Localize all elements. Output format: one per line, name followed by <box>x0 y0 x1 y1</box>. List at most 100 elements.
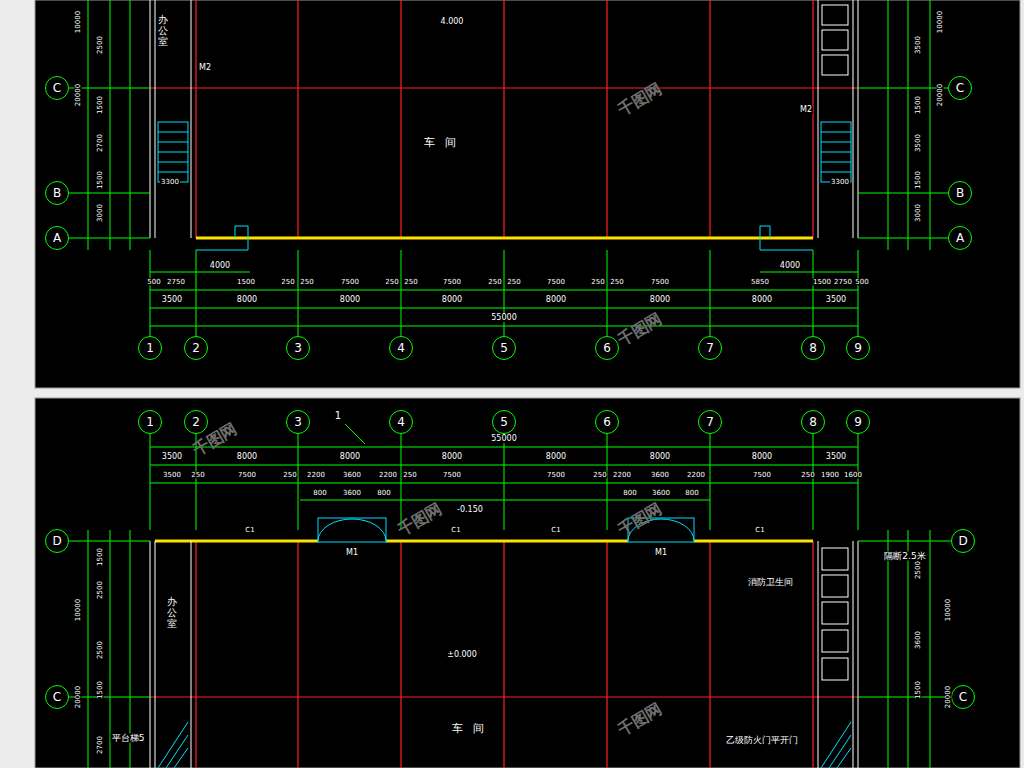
axis-bubble: 9 <box>846 410 870 434</box>
note-text: 平台梯5 <box>111 734 146 743</box>
axis-bubble: C <box>45 685 69 709</box>
axis-number: 9 <box>854 416 862 428</box>
room-name: 办公室 <box>157 14 169 47</box>
dimension-text: 1500 <box>97 547 104 567</box>
dimension-text: 20000 <box>75 685 82 709</box>
dimension-text: 8000 <box>339 453 361 461</box>
dimension-text: 3500 <box>825 296 847 304</box>
axis-bubble: 5 <box>492 336 516 360</box>
dimension-text: 3000 <box>97 203 104 223</box>
axis-bubble: 2 <box>184 336 208 360</box>
dimension-text: 2750 <box>833 279 853 286</box>
door-tag: M1 <box>345 549 359 557</box>
level-mark: ±0.000 <box>446 651 478 659</box>
axis-bubble: D <box>951 529 975 553</box>
dimension-text: 250 <box>299 279 314 286</box>
axis-number: C <box>959 691 967 703</box>
axis-number: 2 <box>192 342 200 354</box>
axis-bubble: 4 <box>389 410 413 434</box>
window-tag: C1 <box>244 527 255 534</box>
dimension-text: 10000 <box>945 598 952 622</box>
axis-number: C <box>53 691 61 703</box>
dimension-text: 1500 <box>236 279 256 286</box>
dimension-text: 8000 <box>649 453 671 461</box>
dimension-text: 1500 <box>812 279 832 286</box>
axis-number: B <box>956 187 964 199</box>
dimension-text: 7500 <box>442 472 462 479</box>
dimension-text: 1500 <box>97 95 104 115</box>
dimension-text: 8000 <box>545 296 567 304</box>
dimension-text: 2500 <box>97 580 104 600</box>
level-mark: -0.150 <box>456 506 484 514</box>
dimension-text: 800 <box>376 490 391 497</box>
dimension-text: 8000 <box>236 453 258 461</box>
dimension-text: 250 <box>590 279 605 286</box>
dimension-text: 7500 <box>442 279 462 286</box>
dimension-text: 8000 <box>751 453 773 461</box>
axis-number: 5 <box>500 342 508 354</box>
axis-number: 8 <box>809 416 817 428</box>
room-name: 车间 <box>414 137 467 148</box>
dimension-text: 7500 <box>546 472 566 479</box>
dimension-text: 2500 <box>97 35 104 55</box>
dimension-text: 2200 <box>306 472 326 479</box>
axis-number: C <box>53 82 61 94</box>
dimension-text: 3500 <box>161 453 183 461</box>
axis-number: 8 <box>809 342 817 354</box>
axis-bubble: 5 <box>492 410 516 434</box>
axis-bubble: 6 <box>595 410 619 434</box>
dimension-text: 4000 <box>779 262 801 270</box>
window-tag: C1 <box>550 527 561 534</box>
dimension-text: 7500 <box>237 472 257 479</box>
axis-bubble: 6 <box>595 336 619 360</box>
axis-number: 6 <box>603 416 611 428</box>
dimension-text: 7500 <box>752 472 772 479</box>
door-tag: M1 <box>654 549 668 557</box>
axis-bubble: 8 <box>801 336 825 360</box>
axis-number: B <box>53 187 61 199</box>
dimension-text: 1500 <box>915 680 922 700</box>
axis-bubble: C <box>948 76 972 100</box>
axis-number: 4 <box>397 342 405 354</box>
dimension-text: 20000 <box>945 685 952 709</box>
dimension-text: 500 <box>854 279 869 286</box>
axis-number: D <box>52 535 61 547</box>
dimension-text: 3300 <box>830 179 850 186</box>
dimension-text: 250 <box>190 472 205 479</box>
dimension-text: 3500 <box>161 296 183 304</box>
room-name: 车间 <box>442 723 495 734</box>
dimension-text: 55000 <box>490 435 517 443</box>
dimension-text: 8000 <box>545 453 567 461</box>
axis-number: 9 <box>854 342 862 354</box>
dimension-text: 8000 <box>751 296 773 304</box>
axis-number: 1 <box>146 416 154 428</box>
axis-number: 1 <box>146 342 154 354</box>
dimension-text: 4000 <box>209 262 231 270</box>
dimension-text: 250 <box>384 279 399 286</box>
axis-number: D <box>958 535 967 547</box>
axis-number: 3 <box>294 416 302 428</box>
dimension-text: 3000 <box>915 203 922 223</box>
axis-bubble: 1 <box>138 336 162 360</box>
axis-bubble: 7 <box>698 336 722 360</box>
dimension-text: 800 <box>622 490 637 497</box>
dimension-text: 250 <box>402 472 417 479</box>
dimension-text: 3600 <box>651 490 671 497</box>
dimension-text: 2200 <box>612 472 632 479</box>
axis-bubble: B <box>45 181 69 205</box>
axis-bubble: A <box>45 226 69 250</box>
dimension-text: 1900 <box>820 472 840 479</box>
axis-number: 7 <box>706 342 714 354</box>
axis-bubble: D <box>45 529 69 553</box>
dimension-text: 250 <box>280 279 295 286</box>
dimension-text: 3500 <box>162 472 182 479</box>
dimension-text: 2500 <box>915 560 922 580</box>
axis-number: C <box>956 82 964 94</box>
dimension-text: 250 <box>592 472 607 479</box>
dimension-text: 2200 <box>686 472 706 479</box>
dimension-text: 800 <box>684 490 699 497</box>
dimension-text: 8000 <box>441 296 463 304</box>
axis-number: 7 <box>706 416 714 428</box>
axis-bubble: 1 <box>138 410 162 434</box>
